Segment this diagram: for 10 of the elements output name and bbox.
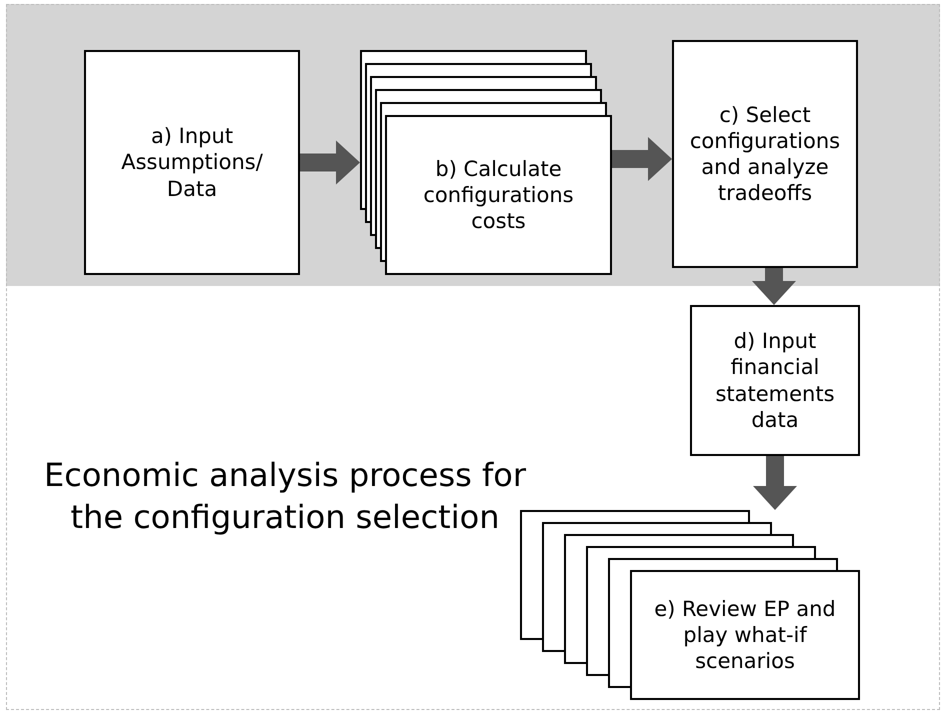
box-label: d) Input financial statements data: [714, 328, 836, 433]
box-label: e) Review EP and play what-if scenarios: [653, 596, 837, 674]
block-arrow: [300, 140, 360, 184]
box-label: c) Select configurations and analyze tradeoffs: [688, 102, 842, 206]
diagram-title: Economic analysis process for the configuration selection: [43, 455, 527, 538]
block-arrow: [612, 137, 672, 181]
box-label: a) Input Assumptions/ Data: [120, 123, 264, 202]
block-arrow: [752, 268, 796, 305]
block-arrow: [753, 456, 797, 510]
box-label: b) Calculate configurations costs: [422, 156, 575, 234]
